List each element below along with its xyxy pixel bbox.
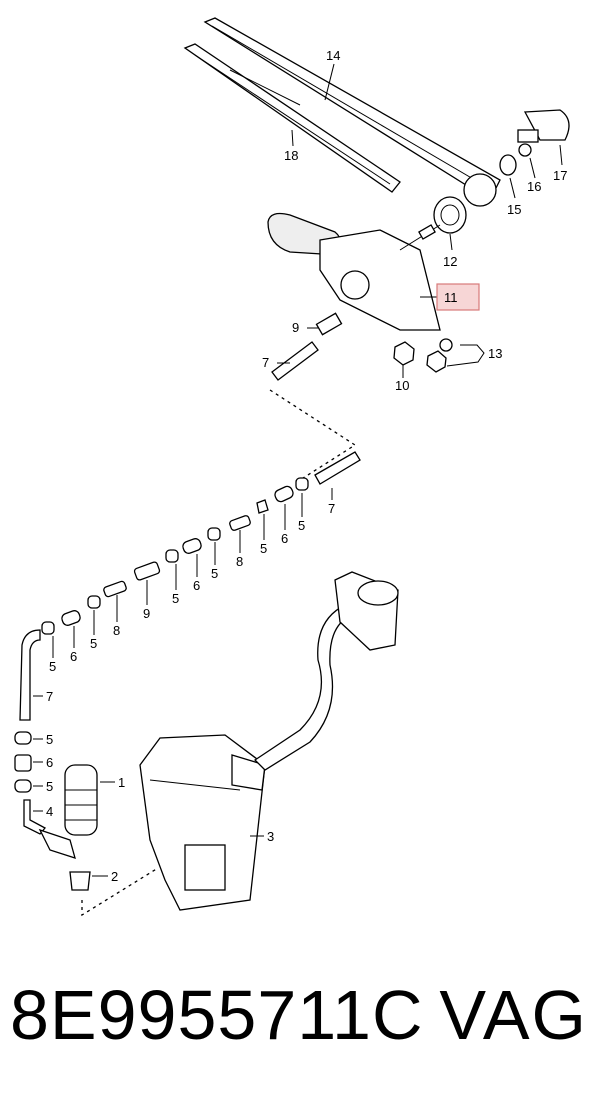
- callout-5-h: 5: [46, 779, 53, 794]
- part-number: 8E9955711C: [10, 976, 424, 1054]
- callout-4: 4: [46, 804, 53, 819]
- callout-7-top: 7: [262, 355, 269, 370]
- callout-5-f: 5: [49, 659, 56, 674]
- callout-8-a: 8: [236, 554, 243, 569]
- wiper-blade: [183, 43, 401, 193]
- callout-11-highlight: [436, 283, 480, 311]
- wiper-motor: [267, 212, 441, 331]
- callout-6-d: 6: [46, 755, 53, 770]
- callout-3: 3: [267, 829, 274, 844]
- callout-6-c: 6: [70, 649, 77, 664]
- callout-13: 13: [488, 346, 502, 361]
- filler-neck-hose: [253, 604, 353, 771]
- callout-6-b: 6: [193, 578, 200, 593]
- washer-reservoir: [139, 734, 266, 911]
- cap-clip: [517, 129, 539, 143]
- callout-14: 14: [326, 48, 340, 63]
- exploded-parts-diagram: 14 18 17 16 15 12 11 9 13 7 10 7 5 6 5 8…: [14, 17, 570, 917]
- callout-2: 2: [111, 869, 118, 884]
- callout-5-c: 5: [211, 566, 218, 581]
- callout-9-mid: 9: [143, 606, 150, 621]
- grommet-2: [69, 871, 91, 891]
- callout-5-e: 5: [90, 636, 97, 651]
- connector-9-top: [315, 312, 343, 336]
- hose-7-mid: [314, 451, 361, 485]
- washer-15: [499, 154, 517, 176]
- hose-7-top: [271, 341, 319, 381]
- callout-10: 10: [395, 378, 409, 393]
- routing-line-lower: [81, 867, 159, 917]
- callout-5-a: 5: [298, 518, 305, 533]
- callout-7-low: 7: [46, 689, 53, 704]
- callout-17: 17: [553, 168, 567, 183]
- callout-11: 11: [444, 290, 458, 305]
- callout-1: 1: [118, 775, 125, 790]
- nut-13b: [426, 350, 447, 373]
- hose-7-lower: [19, 629, 41, 721]
- filler-cap-opening: [357, 580, 399, 606]
- callout-9-top: 9: [292, 320, 299, 335]
- callout-15: 15: [507, 202, 521, 217]
- sleeve-6: [14, 754, 32, 772]
- washer-pump: [38, 764, 98, 859]
- callout-7-mid: 7: [328, 501, 335, 516]
- callout-5-d: 5: [172, 591, 179, 606]
- callout-5-g: 5: [46, 732, 53, 747]
- wiper-arm: [203, 17, 501, 201]
- leader-lines: [33, 63, 563, 877]
- fitting-chain-middle: [41, 477, 309, 635]
- arm-pivot-head: [463, 173, 497, 207]
- callout-18: 18: [284, 148, 298, 163]
- bolt-13a: [439, 338, 453, 352]
- callout-6-a: 6: [281, 531, 288, 546]
- callout-16: 16: [527, 179, 541, 194]
- callout-8-b: 8: [113, 623, 120, 638]
- clip-5b: [14, 779, 32, 793]
- footer: 8E9955711C VAG: [0, 960, 600, 1070]
- clip-5a: [14, 731, 32, 745]
- callout-5-b: 5: [260, 541, 267, 556]
- callout-12: 12: [443, 254, 457, 269]
- seal-12: [433, 196, 467, 234]
- nut-10: [393, 341, 415, 366]
- brand-label: VAG: [439, 976, 588, 1054]
- elbow-4: [23, 799, 47, 835]
- nut-16: [518, 143, 532, 157]
